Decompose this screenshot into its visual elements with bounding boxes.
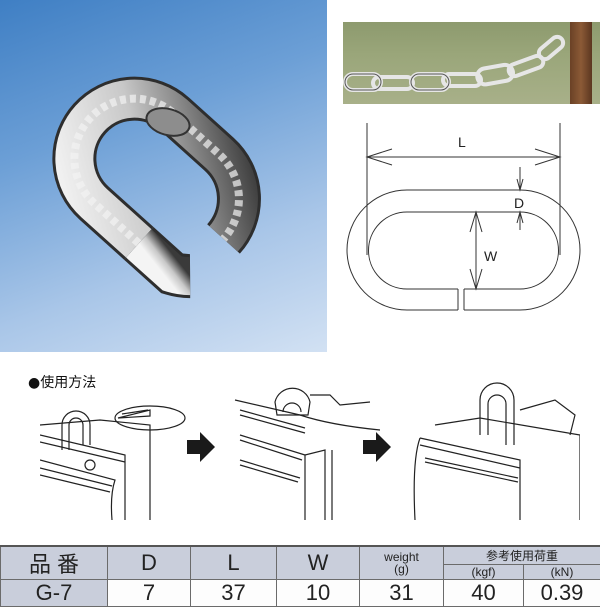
header-kgf: (kgf) — [444, 565, 524, 580]
header-load-group: 参考使用荷重 — [444, 546, 600, 565]
header-weight: weight (g) — [360, 546, 444, 580]
product-photo — [0, 0, 327, 352]
header-kn: (kN) — [524, 565, 600, 580]
step-2-illustration — [235, 388, 380, 520]
cell-kgf: 40 — [444, 580, 524, 607]
header-w: W — [277, 546, 360, 580]
cell-kn: 0.39 — [524, 580, 600, 607]
cell-l: 37 — [191, 580, 277, 607]
chain-photo — [343, 22, 600, 104]
c-link-image — [0, 0, 327, 352]
header-l: L — [191, 546, 277, 580]
label-l: L — [458, 134, 466, 150]
wooden-post — [570, 22, 592, 104]
dimension-diagram: L D W — [340, 115, 600, 315]
label-d: D — [514, 195, 524, 211]
usage-illustrations — [40, 380, 580, 520]
cell-model: G-7 — [1, 580, 108, 607]
header-weight-unit: (g) — [360, 563, 443, 575]
cell-d: 7 — [108, 580, 191, 607]
header-model: 品 番 — [1, 546, 108, 580]
cell-weight: 31 — [360, 580, 444, 607]
label-w: W — [484, 248, 498, 264]
spec-table: 品 番 D L W weight (g) 参考使用荷重 (kgf) (kN) G… — [0, 545, 600, 607]
step-3-illustration — [414, 383, 580, 520]
right-arrow-icon-1 — [187, 432, 215, 462]
step-1-illustration — [40, 406, 185, 520]
table-row: G-7 7 37 10 31 40 0.39 — [1, 580, 600, 607]
table-header-row: 品 番 D L W weight (g) 参考使用荷重 — [1, 546, 600, 565]
right-arrow-icon-2 — [363, 432, 391, 462]
cell-w: 10 — [277, 580, 360, 607]
header-d: D — [108, 546, 191, 580]
chain-image — [343, 22, 600, 104]
